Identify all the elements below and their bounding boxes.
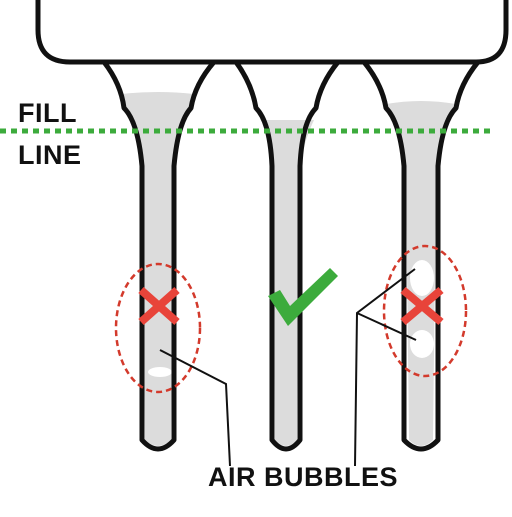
right-bubble-ring [382,244,468,378]
center-mold-liquid [262,120,314,446]
left-mold-outline [102,60,216,452]
air-bubbles-label: AIR BUBBLES [208,462,399,492]
right-air-bubble-top [410,260,434,296]
right-leader-line-bottom [356,312,417,341]
left-leader-line [159,349,231,467]
center-mold-outline [233,60,340,452]
fill-line-label-top: FILL [18,98,77,128]
left-mold-liquid [121,92,194,446]
check-mark-icon [268,268,338,326]
fill-line-label-bottom: LINE [18,140,82,170]
mold-housing [35,0,509,65]
right-air-bubble-bottom [410,330,434,358]
x-mark-icon [138,287,180,325]
x-mark-icon [400,286,444,326]
left-air-bubble [148,367,172,377]
left-bubble-ring [114,262,202,394]
right-mold-outline [362,60,480,452]
